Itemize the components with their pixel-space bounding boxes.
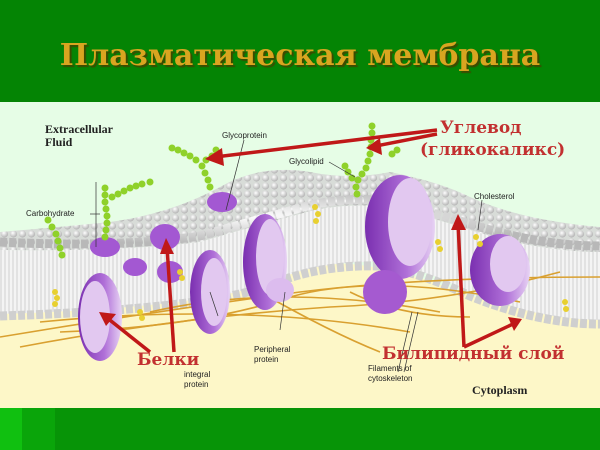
bilayer-bottom-heads bbox=[0, 261, 600, 329]
leader-lines bbox=[90, 139, 483, 373]
bottom-bar-accent-light bbox=[0, 408, 22, 450]
label-extracellular-fluid: Extracellular Fluid bbox=[45, 122, 113, 149]
label-peripheral-protein: Peripheral protein bbox=[254, 345, 291, 364]
membrane-illustration bbox=[0, 122, 600, 408]
label-cytoplasm: Cytoplasm bbox=[472, 383, 528, 397]
label-cholesterol: Cholesterol bbox=[474, 192, 515, 201]
label-glycoprotein: Glycoprotein bbox=[222, 131, 267, 140]
label-proteins-ru: Белки bbox=[137, 350, 200, 370]
annotation-arrows bbox=[99, 128, 522, 354]
label-bilipid-layer-ru: Билипидный слой bbox=[382, 344, 565, 364]
label-carbohydrate-ru: Углевод bbox=[440, 118, 522, 138]
bilayer-tails bbox=[0, 205, 600, 320]
membrane-diagram: Extracellular Fluid Glycoprotein Glycoli… bbox=[0, 102, 600, 408]
label-carbohydrate: Carbohydrate bbox=[26, 209, 75, 218]
bottom-bar-accent-mid bbox=[22, 408, 55, 450]
label-integral-protein: integral protein bbox=[184, 370, 211, 389]
label-glycolipid: Glycolipid bbox=[289, 157, 324, 166]
slide-title: Плазматическая мембрана bbox=[59, 38, 541, 73]
cholesterol-molecules bbox=[52, 204, 569, 321]
label-glycocalyx-ru: (гликокаликс) bbox=[420, 140, 566, 160]
label-filaments-of-cytoskeleton: Filaments of cytoskeleton bbox=[368, 364, 413, 383]
proteins bbox=[78, 175, 530, 361]
bilayer-top-heads bbox=[0, 195, 600, 251]
bottom-bar bbox=[0, 408, 600, 450]
